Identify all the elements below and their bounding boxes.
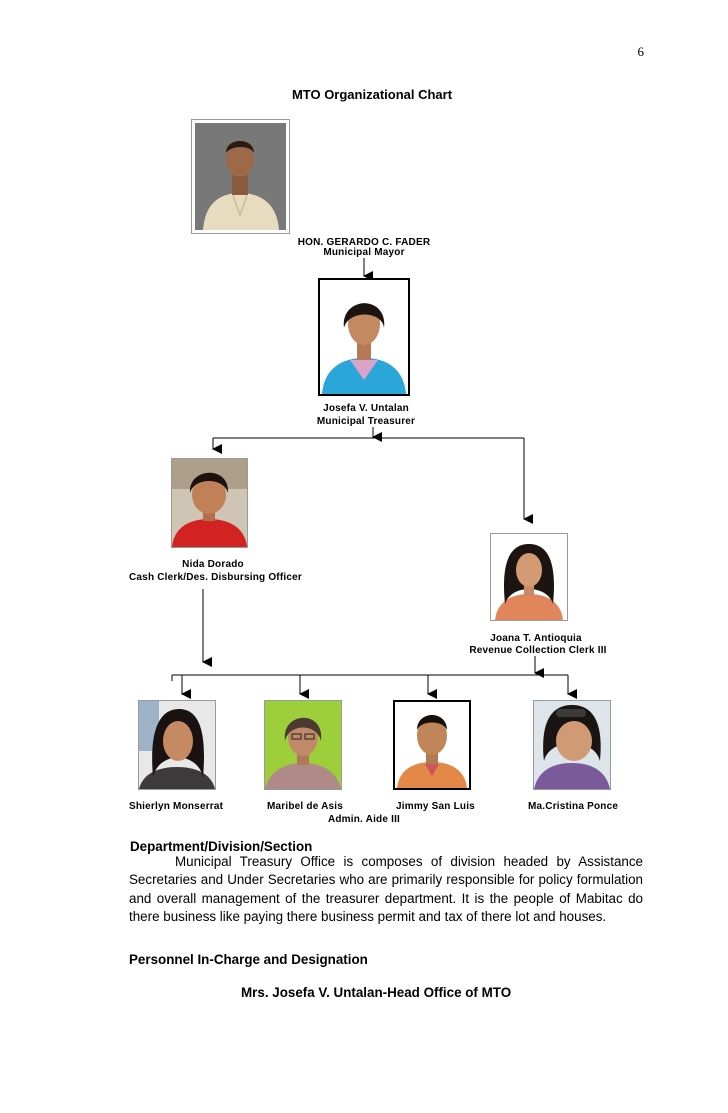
staff-name-3: Jimmy San Luis bbox=[396, 801, 475, 812]
cash-clerk-name: Nida Dorado bbox=[182, 559, 244, 570]
revenue-clerk-name: Joana T. Antioquia bbox=[490, 633, 582, 644]
staff-photo-3 bbox=[393, 700, 471, 790]
section-heading: Department/Division/Section bbox=[130, 839, 313, 854]
mayor-photo bbox=[191, 119, 290, 234]
staff-photo-2 bbox=[264, 700, 342, 790]
staff-photo-4 bbox=[533, 700, 611, 790]
treasurer-name: Josefa V. Untalan bbox=[323, 403, 409, 414]
mayor-name: HON. GERARDO C. FADER bbox=[297, 237, 431, 248]
staff-name-2: Maribel de Asis bbox=[267, 801, 343, 812]
mayor-position: Municipal Mayor bbox=[323, 247, 405, 258]
cash-clerk-position: Cash Clerk/Des. Disbursing Officer bbox=[129, 572, 302, 583]
chart-title: MTO Organizational Chart bbox=[291, 87, 453, 102]
staff-photo-1 bbox=[138, 700, 216, 790]
revenue-clerk-photo bbox=[490, 533, 568, 621]
cash-clerk-photo bbox=[171, 458, 248, 548]
staff-name-1: Shierlyn Monserrat bbox=[129, 801, 224, 812]
treasurer-position: Municipal Treasurer bbox=[316, 416, 416, 427]
personnel-head: Mrs. Josefa V. Untalan-Head Office of MT… bbox=[241, 985, 512, 1000]
section-body: Municipal Treasury Office is composes of… bbox=[129, 854, 643, 924]
personnel-heading: Personnel In-Charge and Designation bbox=[129, 952, 368, 967]
treasurer-photo bbox=[318, 278, 410, 396]
staff-position: Admin. Aide III bbox=[327, 814, 401, 825]
page-number: 6 bbox=[637, 44, 645, 59]
staff-name-4: Ma.Cristina Ponce bbox=[528, 801, 619, 812]
revenue-clerk-position: Revenue Collection Clerk III bbox=[469, 645, 607, 656]
